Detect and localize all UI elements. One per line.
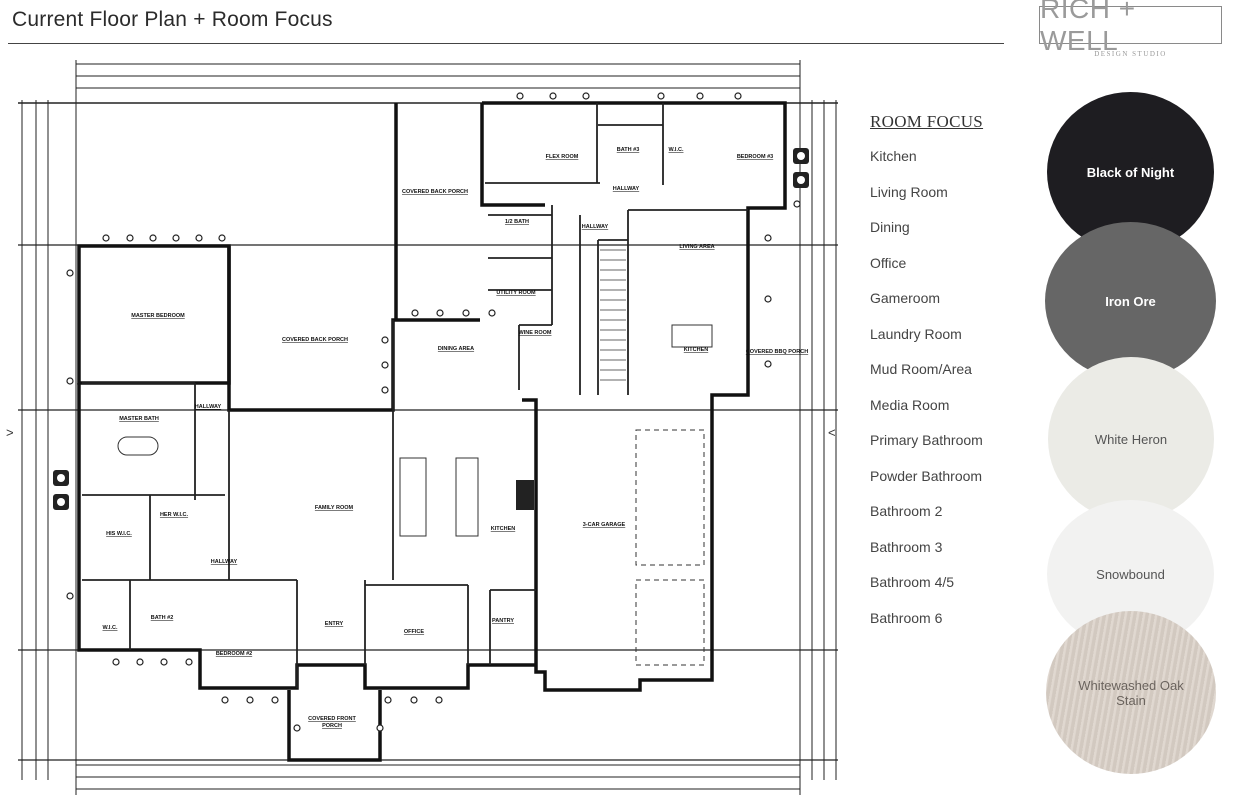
swatch-iron-ore: Iron Ore [1045, 222, 1216, 380]
room-label: DINING AREA [438, 346, 474, 352]
room-label: PORCH [322, 723, 342, 729]
room-label: BATH #2 [151, 615, 174, 621]
room-label: FAMILY ROOM [315, 505, 354, 511]
floor-plan: > < COVERED BACK PORCH FLEX ROOM BATH #3… [6, 60, 838, 795]
swatch-whitewashed-oak-stain: Whitewashed Oak Stain [1046, 611, 1216, 774]
swatch-white-heron: White Heron [1048, 357, 1214, 521]
logo-subtitle: DESIGN STUDIO [1094, 50, 1167, 58]
svg-text:<: < [828, 425, 836, 440]
room-label: HALLWAY [195, 404, 222, 410]
list-item: Living Room [870, 183, 948, 200]
swatch-label: Iron Ore [1105, 293, 1156, 309]
room-label: BEDROOM #3 [737, 154, 773, 160]
list-item: Bathroom 6 [870, 609, 943, 626]
room-label: PANTRY [492, 618, 514, 624]
list-item: Dining [870, 219, 910, 235]
room-label: KITCHEN [491, 526, 515, 532]
list-item: Mud Room/Area [870, 361, 972, 377]
list-item: Gameroom [870, 290, 941, 306]
brand-logo: RICH + WELL [1039, 0, 1222, 56]
title-divider [8, 43, 1004, 44]
room-focus-panel: ROOM FOCUS Kitchen Living Room Dining Of… [870, 112, 983, 643]
room-label: LIVING AREA [679, 244, 714, 250]
room-label: HALLWAY [211, 559, 238, 565]
swatch-label: Black of Night [1086, 164, 1175, 180]
room-label: COVERED BACK PORCH [402, 189, 468, 195]
room-label: W.I.C. [103, 625, 118, 631]
room-label: BEDROOM #2 [216, 651, 252, 657]
page-title: Current Floor Plan + Room Focus [12, 8, 333, 31]
list-item: Laundry Room [870, 325, 962, 342]
room-label: HALLWAY [582, 224, 609, 230]
room-label: ENTRY [325, 621, 344, 627]
room-label: HER W.I.C. [160, 512, 189, 518]
room-label: W.I.C. [669, 147, 684, 153]
room-label: FLEX ROOM [546, 154, 579, 160]
list-item: Media Room [870, 396, 950, 413]
logo-text: RICH + WELL [1040, 0, 1136, 56]
room-label: WINE ROOM [519, 330, 552, 336]
swatch-label: Whitewashed Oak Stain [1078, 677, 1184, 708]
room-label: MASTER BATH [119, 416, 159, 422]
swatch-label: Snowbound [1096, 566, 1165, 582]
room-focus-list: Kitchen Living Room Dining Office Gamero… [870, 146, 983, 643]
room-label: KITCHEN [684, 347, 708, 353]
room-label: HIS W.I.C. [106, 531, 132, 537]
room-label: MASTER BEDROOM [131, 313, 185, 319]
room-label: OFFICE [404, 629, 424, 635]
list-item: Powder Bathroom [870, 467, 983, 484]
list-item: Bathroom 4/5 [870, 574, 955, 590]
list-item: Bathroom 3 [870, 538, 943, 555]
room-label: COVERED BACK PORCH [282, 337, 348, 343]
list-item: Bathroom 2 [870, 503, 943, 519]
room-label: COVERED BBQ PORCH [746, 349, 808, 355]
swatch-label: White Heron [1094, 431, 1168, 447]
room-label: HALLWAY [613, 186, 640, 192]
svg-text:>: > [6, 425, 14, 440]
list-item: Primary Bathroom [870, 432, 983, 448]
room-label: BATH #3 [617, 147, 640, 153]
room-label: COVERED FRONT [308, 716, 356, 722]
room-label: UTILITY ROOM [496, 290, 536, 296]
list-item: Kitchen [870, 148, 917, 164]
room-label: 1/2 BATH [505, 219, 529, 225]
room-focus-heading: ROOM FOCUS [870, 112, 984, 131]
room-label: 3-CAR GARAGE [583, 522, 626, 528]
list-item: Office [870, 254, 907, 271]
